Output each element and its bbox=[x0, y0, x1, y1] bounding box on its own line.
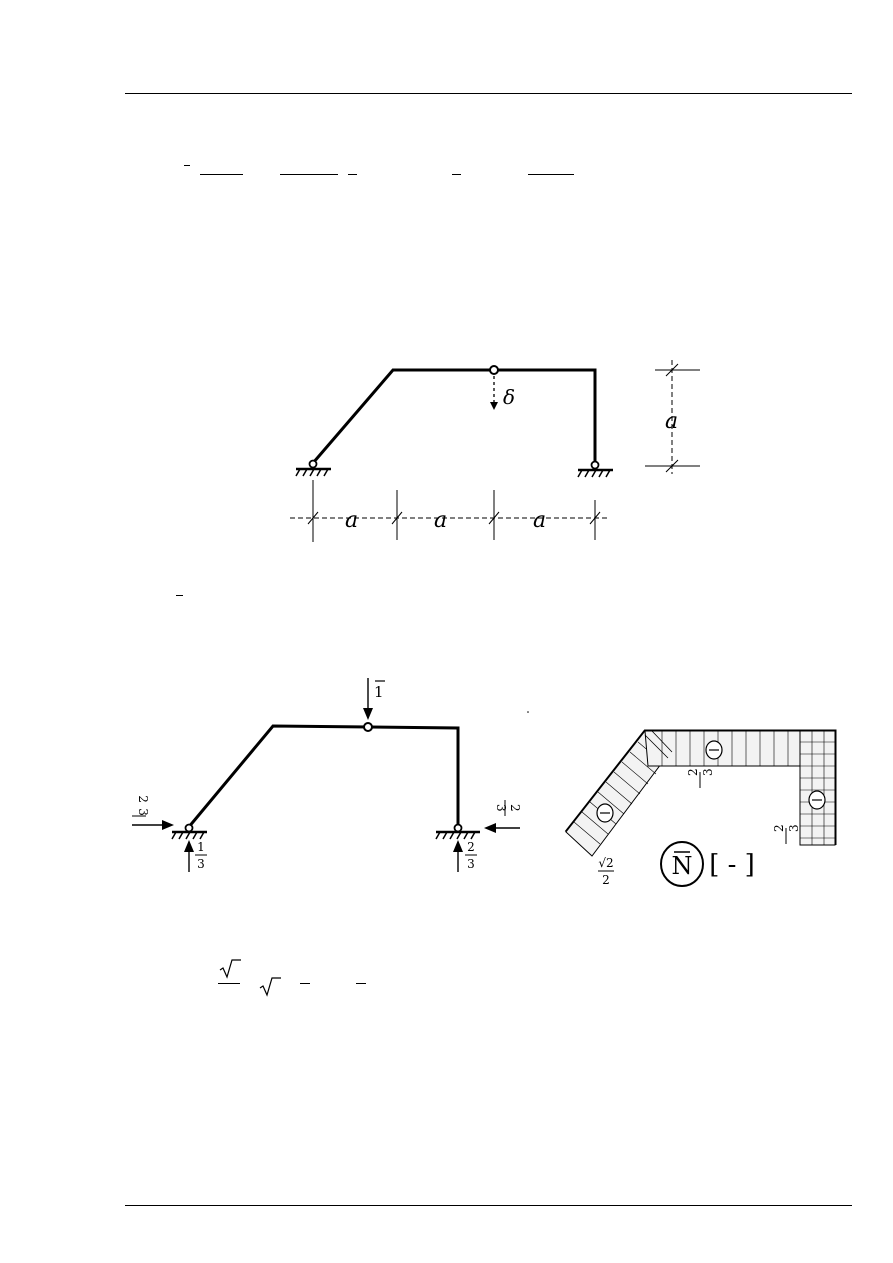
svg-text:2: 2 bbox=[772, 824, 786, 832]
formula-fragment bbox=[184, 165, 190, 166]
displacement-label: δ bbox=[503, 385, 515, 409]
formula-fragment bbox=[356, 983, 366, 984]
formula-fragment bbox=[300, 983, 310, 984]
pin-support-right bbox=[577, 460, 613, 478]
frame-member bbox=[311, 368, 597, 464]
header-rule bbox=[125, 93, 852, 94]
sign-mark: ⊖ bbox=[596, 803, 614, 823]
svg-text:2: 2 bbox=[508, 804, 522, 812]
left-horizontal-reaction-value: 2 3 bbox=[132, 795, 150, 817]
formula-fragment bbox=[176, 595, 183, 596]
column-band bbox=[799, 730, 836, 846]
svg-text:3: 3 bbox=[701, 768, 715, 776]
svg-text:2: 2 bbox=[686, 768, 700, 776]
formula-fragment bbox=[280, 174, 338, 175]
unit-load-label: 1 bbox=[374, 683, 384, 701]
hinge bbox=[363, 722, 373, 732]
frame-member bbox=[186, 724, 460, 829]
hinge bbox=[489, 365, 499, 375]
left-vertical-reaction-arrow bbox=[184, 840, 194, 872]
inclined-value-num: √2 bbox=[598, 856, 613, 870]
unit-load-scheme: 1 2 3 bbox=[132, 678, 522, 872]
sign-mark: ⊖ bbox=[808, 790, 826, 810]
right-horizontal-reaction-value: 2 3 bbox=[494, 800, 522, 816]
diagram-symbol-circle bbox=[660, 841, 704, 887]
inclined-value-den: 2 bbox=[602, 873, 610, 887]
height-dimension-line bbox=[645, 360, 700, 474]
diagram-symbol: N bbox=[672, 852, 693, 880]
pin-support-left bbox=[171, 823, 207, 840]
pin-support-right bbox=[435, 823, 480, 840]
normal-force-diagram: ⊖ ⊖ ⊖ √2 2 2 3 bbox=[564, 729, 837, 887]
right-vertical-reaction-den: 3 bbox=[467, 857, 475, 871]
svg-text:3: 3 bbox=[494, 804, 508, 812]
svg-text:3: 3 bbox=[787, 824, 801, 832]
column-value: 2 3 bbox=[772, 824, 801, 844]
right-vertical-reaction-arrow bbox=[453, 840, 463, 872]
left-vertical-reaction-den: 3 bbox=[197, 857, 205, 871]
span-dimension-line bbox=[290, 480, 608, 542]
height-label: a bbox=[665, 409, 678, 434]
right-horizontal-reaction-arrow bbox=[484, 823, 520, 833]
formula-fragment bbox=[348, 174, 357, 175]
diagram-unit: [ - ] bbox=[709, 850, 755, 880]
sign-mark: ⊖ bbox=[705, 740, 723, 760]
pin-support-left bbox=[295, 459, 331, 477]
structure-scheme: δ a a a a bbox=[290, 360, 700, 542]
stray-mark bbox=[527, 711, 529, 713]
svg-text:2: 2 bbox=[136, 795, 150, 803]
svg-text:3: 3 bbox=[136, 808, 150, 816]
formula-fragment bbox=[452, 174, 461, 175]
formula-fragment bbox=[200, 174, 243, 175]
left-horizontal-reaction-arrow bbox=[132, 820, 174, 830]
span-label: a bbox=[533, 508, 546, 533]
unit-load-arrow bbox=[363, 678, 373, 720]
span-label: a bbox=[434, 508, 447, 533]
beam-value: 2 3 bbox=[686, 768, 715, 788]
footer-rule bbox=[125, 1205, 852, 1206]
span-label: a bbox=[345, 508, 358, 533]
right-vertical-reaction-num: 2 bbox=[467, 840, 475, 854]
sqrt-fragment bbox=[219, 959, 281, 997]
displacement-arrow bbox=[490, 376, 498, 410]
formula-fragment bbox=[218, 983, 240, 984]
left-vertical-reaction-num: 1 bbox=[197, 840, 205, 854]
formula-fragment bbox=[528, 174, 574, 175]
